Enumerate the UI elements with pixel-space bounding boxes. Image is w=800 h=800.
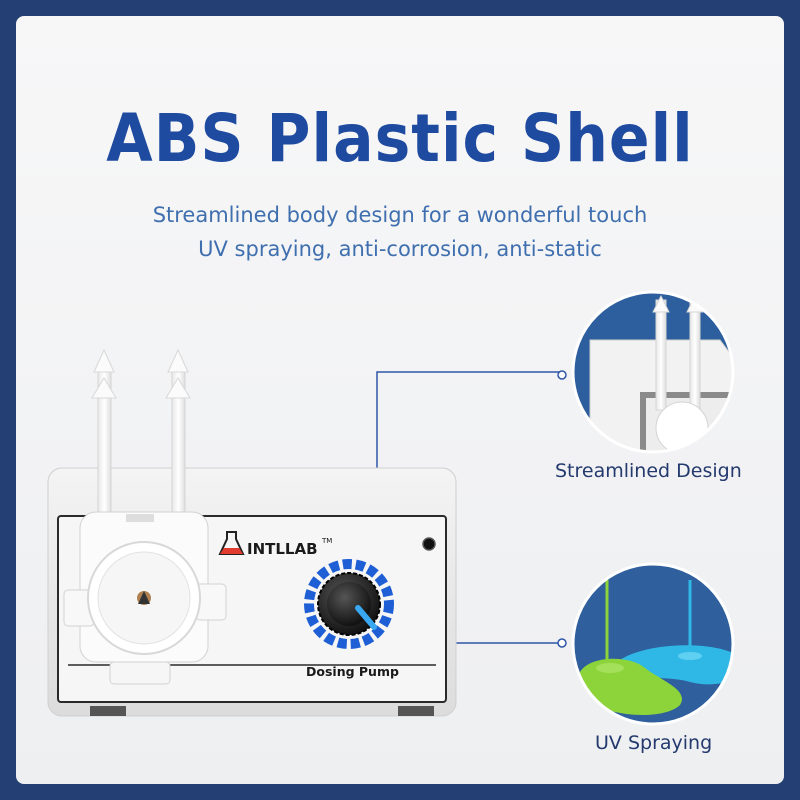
subtitle-line-2: UV spraying, anti-corrosion, anti-static: [198, 237, 602, 261]
brand-name: INTLLAB: [247, 540, 318, 558]
callout-image-streamlined: [571, 290, 735, 454]
page-title: ABS Plastic Shell: [106, 100, 694, 178]
panel-label: Dosing Pump: [306, 664, 399, 679]
callout-label-streamlined: Streamlined Design: [555, 460, 742, 482]
pump-head: [63, 348, 227, 685]
callout-image-uv: [571, 562, 735, 726]
speed-knob[interactable]: [304, 559, 394, 649]
subtitle-line-1: Streamlined body design for a wonderful …: [152, 203, 648, 227]
trademark-mark: TM: [321, 537, 332, 545]
callout-label-uv: UV Spraying: [595, 732, 713, 754]
brand-logo: INTLLAB TM: [218, 531, 332, 558]
indicator-light: [422, 537, 436, 551]
